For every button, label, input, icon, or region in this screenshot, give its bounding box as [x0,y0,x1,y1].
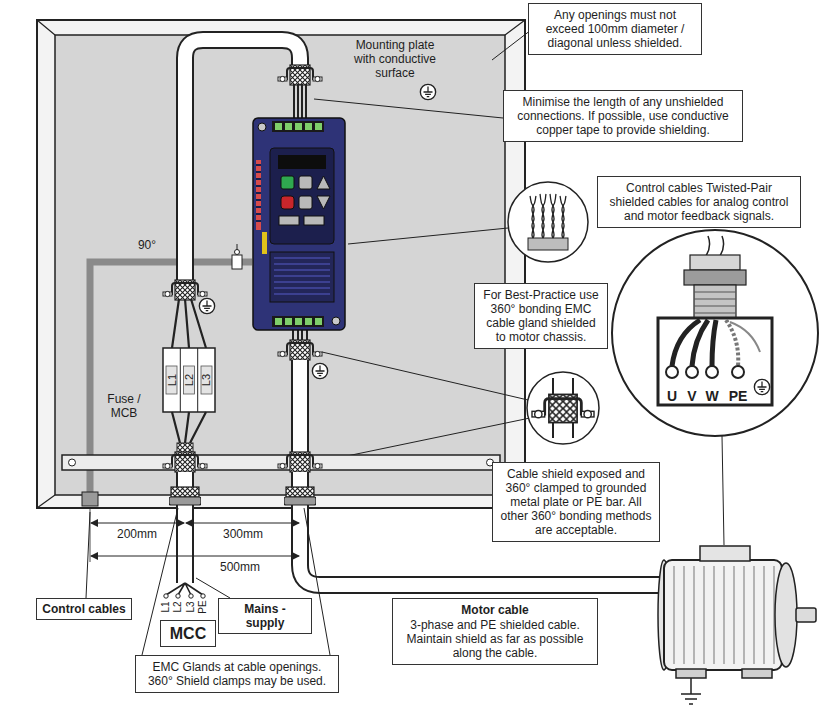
note-box: Any openings must not exceed 100mm diame… [528,3,702,55]
terminal-label: U [662,388,682,404]
dimension-label: 500mm [214,560,266,574]
box-text: Control cables Twisted-Pair shielded cab… [604,181,794,223]
angle-label: 90° [130,238,164,252]
phase-label: L2 [183,374,196,386]
wire-label: PE [197,600,209,613]
cable-tag: Mains - supply [218,598,312,634]
box-text: Control cables [42,602,126,616]
wire-label: L1 [160,601,172,612]
box-text: For Best-Practice use 360° bonding EMC c… [481,288,601,344]
dimension-label: 300mm [217,527,269,541]
box-text: Any openings must not exceed 100mm diame… [535,8,695,50]
note-box: Minimise the length of any unshielded co… [503,90,743,142]
terminal-label: V [682,388,702,404]
phase-label: L3 [200,374,213,386]
box-text: Minimise the length of any unshielded co… [510,95,736,137]
box-text: Mains - supply [224,602,306,630]
box-text: 3-phase and PE shielded cable. Maintain … [399,618,591,660]
box-text: Cable shield exposed and 360° clamped to… [499,467,653,537]
note-box: For Best-Practice use 360° bonding EMC c… [474,283,608,349]
box-text: EMC Glands at cable openings. 360° Shiel… [142,660,332,688]
terminal-label: W [702,388,722,404]
plate-label: Mounting plate with conductive surface [344,38,446,80]
note-box: EMC Glands at cable openings. 360° Shiel… [135,655,339,693]
terminal-label: PE [726,388,750,404]
wire-label: L3 [185,601,197,612]
part-label: Fuse / MCB [98,392,150,420]
wire-label: L2 [172,601,184,612]
note-box: Motor cable3-phase and PE shielded cable… [392,598,598,665]
dimension-label: 200mm [111,527,163,541]
box-heading: Motor cable [399,603,591,617]
cable-tag: Control cables [36,598,132,620]
box-text: MCC [166,624,210,643]
note-box: Cable shield exposed and 360° clamped to… [492,462,660,542]
supply-box: MCC [160,620,216,647]
phase-label: L1 [166,374,179,386]
note-box: Control cables Twisted-Pair shielded cab… [597,176,801,228]
